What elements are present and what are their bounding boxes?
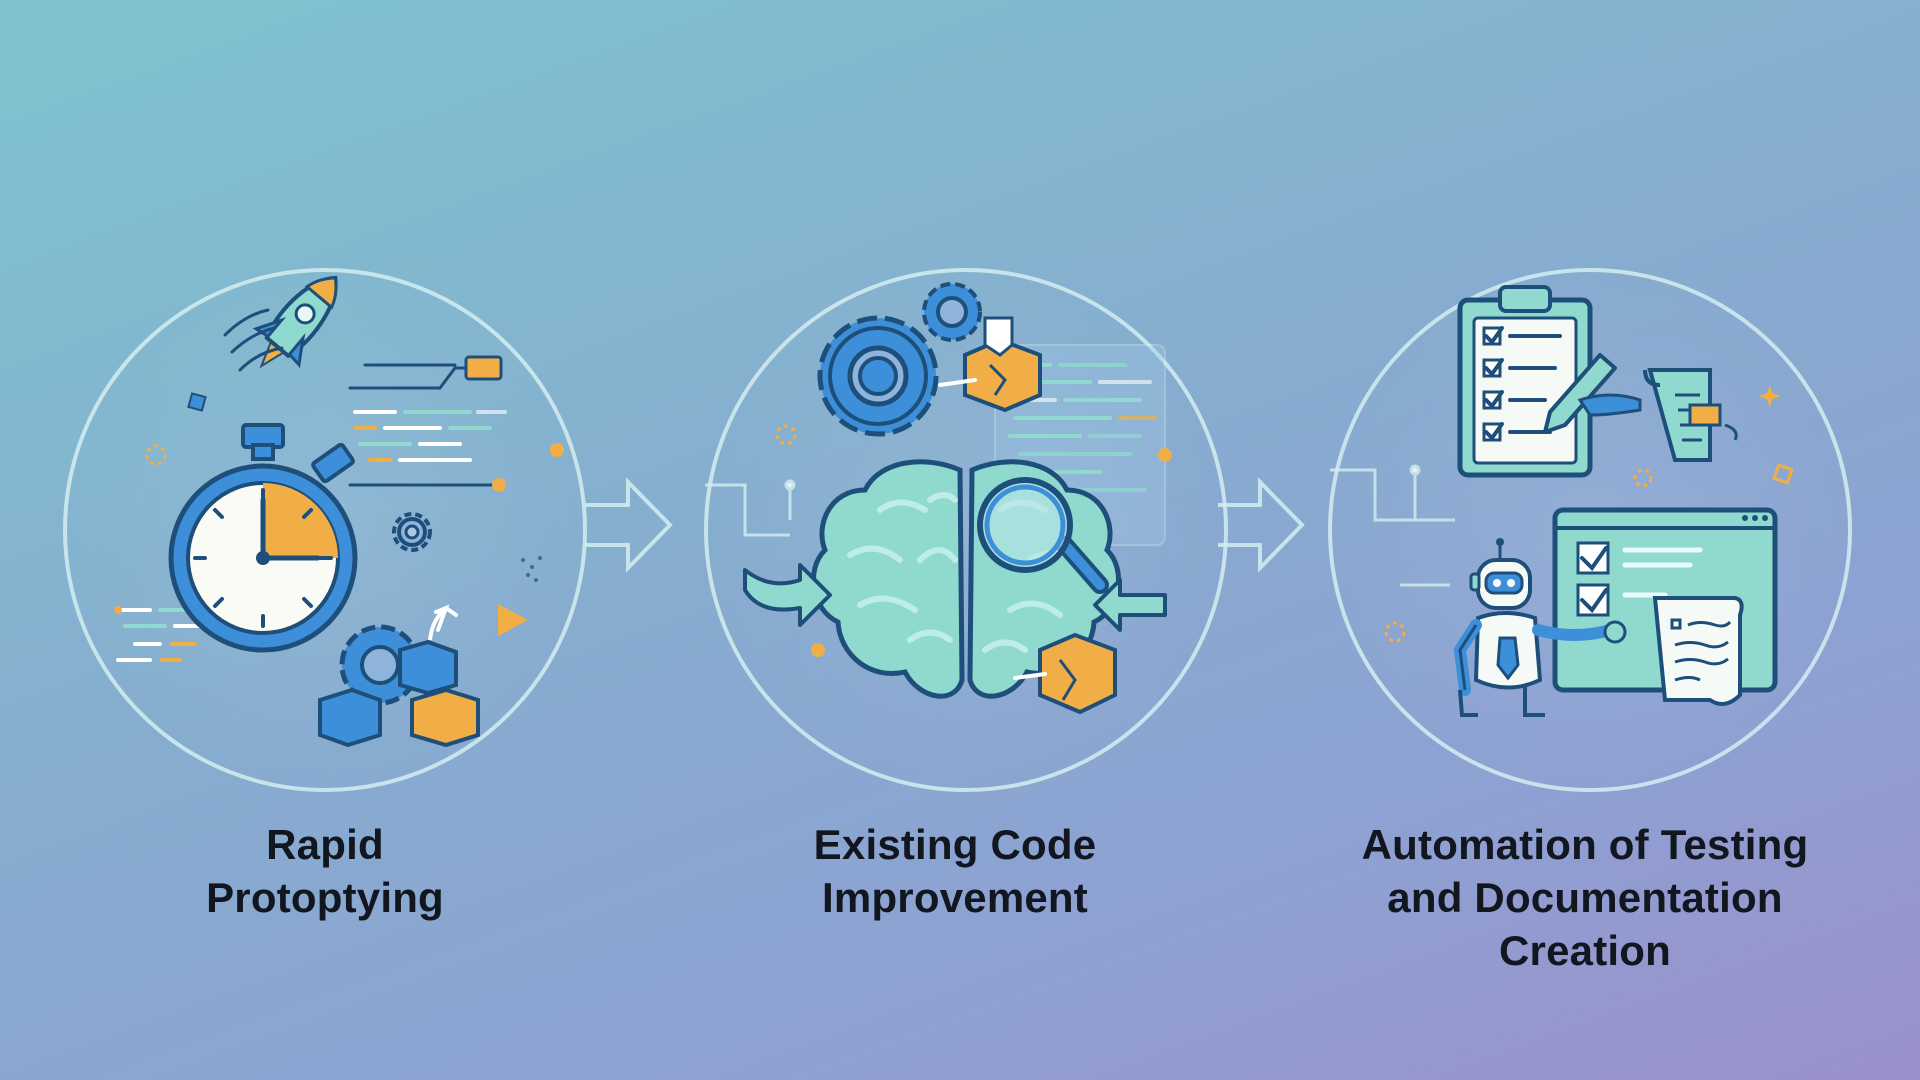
- circuit-lines: [705, 479, 796, 537]
- gear-icon: [392, 512, 432, 552]
- clipboard-checklist-icon: [1457, 285, 1593, 478]
- rocket-icon: [252, 275, 338, 369]
- output-arrow-icon: [1093, 578, 1167, 632]
- label-line: Protoptying: [206, 874, 444, 921]
- play-icon: [498, 604, 528, 636]
- label-line: and Documentation: [1387, 874, 1783, 921]
- dotted-target-icon-2: [775, 424, 797, 446]
- label-line: Existing Code: [813, 821, 1097, 868]
- robot-icon: [1453, 538, 1627, 717]
- large-gear-icon: [817, 315, 939, 437]
- small-gear-icon: [922, 282, 982, 342]
- document-scroll-icon: [1643, 368, 1738, 462]
- gear-blocks-icon: [318, 604, 480, 748]
- orange-dot: [811, 643, 825, 657]
- dotted-target-icon-3: [1384, 468, 1653, 643]
- dotted-target-icon: [145, 444, 167, 466]
- label-line: Automation of Testing: [1361, 821, 1809, 868]
- sparkle-icon: [521, 556, 542, 582]
- label-line: Improvement: [822, 874, 1088, 921]
- label-line: Rapid: [266, 821, 384, 868]
- sparkle-icon-3: [1758, 385, 1781, 408]
- magnifier-icon: [977, 477, 1109, 594]
- pen-icon: [1543, 353, 1642, 434]
- label-line: Creation: [1499, 927, 1671, 974]
- square-chip-icon: [187, 392, 207, 412]
- stage-label-existing-code-improvement: Existing Code Improvement: [755, 818, 1155, 924]
- broken-box-icon-2: [1013, 632, 1117, 715]
- code-snippet-icon: [114, 355, 564, 662]
- stopwatch-icon: [168, 423, 358, 653]
- orange-square-icon: [1772, 463, 1794, 485]
- browser-window-icon: [1552, 507, 1778, 706]
- broken-box-icon: [938, 316, 1042, 413]
- connector-arrow-1: [585, 477, 673, 573]
- stage-label-automation: Automation of Testing and Documentation …: [1300, 818, 1870, 977]
- speed-lines-icon: [223, 308, 284, 372]
- input-arrow-icon: [743, 563, 832, 627]
- circuit-lines-3: [1330, 464, 1455, 587]
- stage-label-rapid-prototyping: Rapid Protoptying: [125, 818, 525, 924]
- connector-arrow-2: [1218, 477, 1305, 573]
